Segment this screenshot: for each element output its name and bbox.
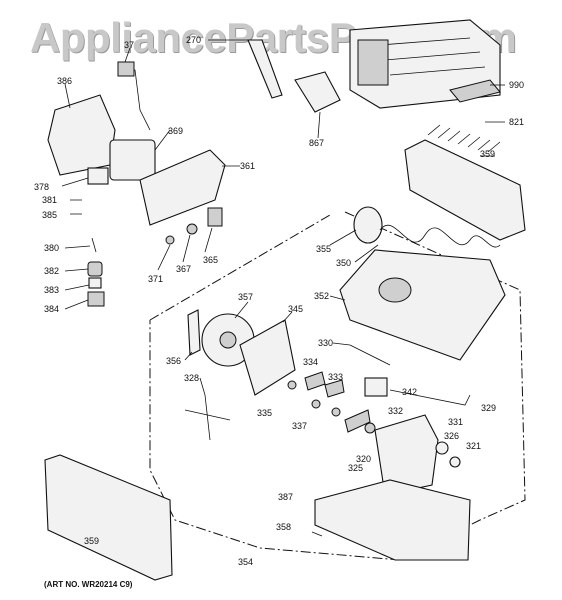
part-355-auger [353, 206, 383, 244]
part-990 [449, 79, 501, 103]
part-342 [364, 377, 388, 397]
callout-labels: 270 37 386 369 867 990 821 361 378 381 3… [34, 35, 524, 567]
callout-357: 357 [238, 292, 253, 302]
callout-381: 381 [42, 195, 57, 205]
callout-354: 354 [238, 557, 253, 567]
part-332 [344, 409, 371, 433]
callout-329: 329 [481, 403, 496, 413]
callout-355: 355 [316, 244, 331, 254]
callout-326: 326 [444, 431, 459, 441]
part-352-bucket [339, 249, 506, 361]
callout-270: 270 [186, 35, 201, 45]
part-rod [247, 39, 283, 99]
part-361-bracket [139, 149, 226, 226]
callout-386: 386 [57, 76, 72, 86]
callout-321: 321 [466, 441, 481, 451]
part-369-motor [109, 139, 156, 181]
part-329-rod [389, 389, 471, 406]
part-ice-maker [349, 19, 501, 109]
part-334-333 [304, 371, 345, 398]
callout-325: 325 [348, 463, 363, 473]
callout-352: 352 [314, 291, 329, 301]
part-380-384-stack [87, 237, 105, 307]
part-358-screw [311, 531, 323, 537]
part-328-spring [184, 394, 231, 441]
callout-356: 356 [166, 356, 181, 366]
callout-365: 365 [203, 255, 218, 265]
part-330-rod [349, 344, 391, 366]
callout-990: 990 [509, 80, 524, 90]
callout-335-left: 335 [257, 408, 272, 418]
art-number: (ART NO. WR20214 C9) [44, 580, 133, 589]
callout-328-top: 328 [184, 373, 199, 383]
callout-359-top: 359 [480, 149, 495, 159]
part-386 [47, 94, 116, 176]
callout-345: 345 [288, 304, 303, 314]
callout-382: 382 [44, 266, 59, 276]
callout-359-bottom: 359 [84, 536, 99, 546]
part-357-fan [201, 313, 255, 367]
callout-350: 350 [336, 258, 351, 268]
callout-320: 320 [356, 454, 371, 464]
callout-385: 385 [42, 210, 57, 220]
callout-367: 367 [176, 264, 191, 274]
part-345-housing [239, 319, 296, 396]
callout-371: 371 [148, 274, 163, 284]
callout-384: 384 [44, 304, 59, 314]
part-387-chute [314, 479, 471, 561]
callout-332: 332 [388, 406, 403, 416]
callout-821: 821 [509, 117, 524, 127]
callout-330: 330 [318, 338, 333, 348]
callout-387: 387 [278, 492, 293, 502]
part-359-cover [44, 454, 173, 581]
part-378 [87, 167, 109, 185]
leader-lines [61, 39, 505, 396]
callout-334: 334 [303, 357, 318, 367]
callout-37: 37 [124, 40, 134, 50]
part-small-fasteners [70, 199, 223, 245]
part-washers [287, 380, 376, 434]
part-shelf-867 [294, 71, 341, 113]
part-326-321 [435, 441, 461, 468]
callout-342: 342 [402, 387, 417, 397]
callout-333: 333 [328, 372, 343, 382]
callout-369: 369 [168, 126, 183, 136]
callout-331: 331 [448, 417, 463, 427]
callout-867: 867 [309, 138, 324, 148]
part-356-bracket [187, 309, 201, 356]
callout-380: 380 [44, 243, 59, 253]
callout-378: 378 [34, 182, 49, 192]
part-359-rail [404, 139, 526, 241]
part-harness-37 [117, 61, 151, 131]
callout-361: 361 [240, 161, 255, 171]
part-821 [427, 124, 501, 153]
part-350-coil [379, 224, 501, 248]
callout-358: 358 [276, 522, 291, 532]
callout-337-top: 337 [292, 421, 307, 431]
callout-383: 383 [44, 285, 59, 295]
